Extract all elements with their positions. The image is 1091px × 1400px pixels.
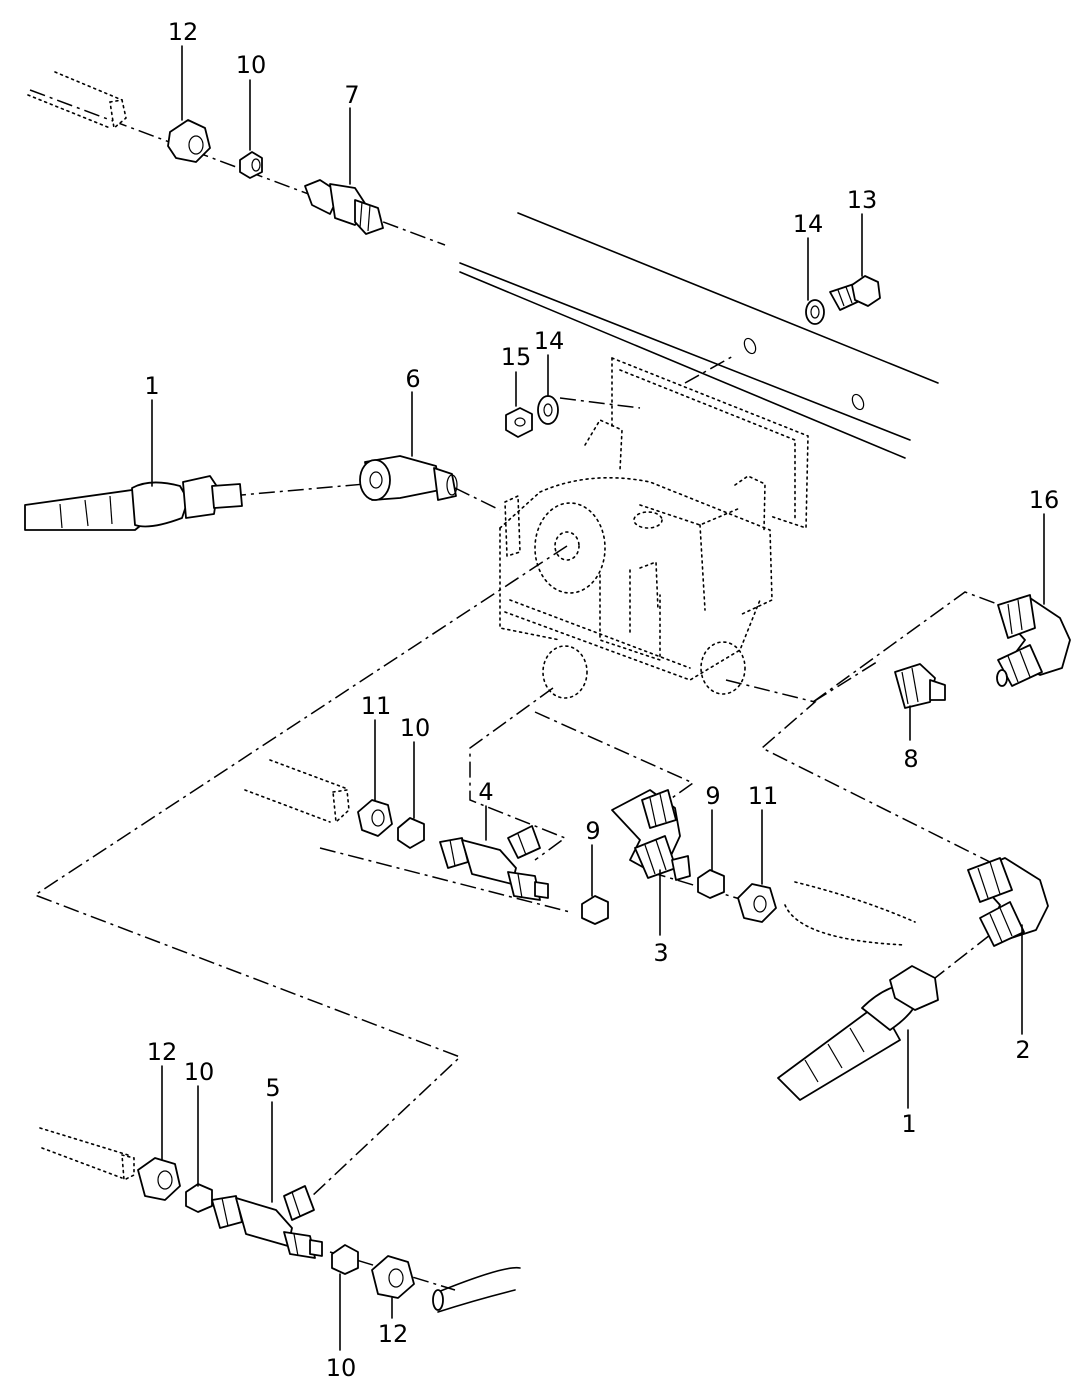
callout-12-bottom-left: 12: [147, 1038, 178, 1066]
part-5-tee: [211, 1185, 323, 1259]
part-11-nut-right: [737, 883, 777, 923]
hose-right: [777, 965, 939, 1101]
callout-10-bottom-left: 10: [184, 1058, 215, 1086]
part-16-elbow: [996, 594, 1071, 687]
part-8-plug: [894, 663, 946, 709]
part-14-washer-mid: [537, 395, 559, 425]
callout-9-lower: 9: [585, 817, 600, 845]
part-3-elbow: [611, 789, 691, 881]
callout-6: 6: [405, 365, 420, 393]
callout-16: 16: [1029, 486, 1060, 514]
part-9-sleeve-lower: [581, 895, 609, 925]
part-12-nut-bottom: [371, 1255, 415, 1299]
part-10-sleeve-bottom: [331, 1244, 359, 1275]
callout-10-bottom: 10: [326, 1354, 357, 1382]
callout-14-mid: 14: [534, 327, 565, 355]
part-14-washer-right: [805, 299, 825, 325]
pipes: [27, 71, 916, 1313]
part-4-tee: [439, 825, 549, 901]
callout-1-left: 1: [144, 372, 159, 400]
callout-3: 3: [653, 939, 668, 967]
callout-labels: 12 10 7 13 14 15 14 6 1 16 8 11 10 4 9 1…: [144, 18, 1059, 1382]
callout-12-top: 12: [168, 18, 199, 46]
part-9-sleeve-upper: [697, 869, 725, 899]
frame-rail: [459, 212, 939, 459]
callout-5: 5: [265, 1074, 280, 1102]
callout-8: 8: [903, 745, 918, 773]
part-13-bolt: [829, 275, 881, 311]
part-6-elbow: [359, 455, 458, 501]
callout-15: 15: [501, 343, 532, 371]
callout-11-left: 11: [361, 692, 392, 720]
part-12-nut-bottom-left: [137, 1157, 181, 1201]
part-10-sleeve-bottom-left: [185, 1183, 213, 1213]
callout-leaders: [151, 45, 1045, 1351]
callout-12-bottom: 12: [378, 1320, 409, 1348]
part-10-sleeve-top: [239, 151, 263, 179]
callout-13: 13: [847, 186, 878, 214]
hose-left: [24, 475, 243, 531]
callout-2: 2: [1015, 1036, 1030, 1064]
callout-7: 7: [344, 81, 359, 109]
part-11-nut-left: [357, 799, 393, 837]
callout-10-mid: 10: [400, 714, 431, 742]
part-7-fitting: [304, 179, 384, 235]
part-10-sleeve-mid: [397, 817, 425, 849]
callout-10-top: 10: [236, 51, 267, 79]
part-2-elbow: [967, 857, 1049, 947]
part-12-nut-top: [167, 119, 211, 163]
callout-9-upper: 9: [705, 782, 720, 810]
part-15-nut: [505, 407, 533, 438]
valve-assembly: [499, 357, 809, 699]
leader-lines: [29, 89, 1001, 1291]
callout-4: 4: [478, 778, 493, 806]
callout-1-right: 1: [901, 1110, 916, 1138]
callout-14-right: 14: [793, 210, 824, 238]
callout-11-right: 11: [748, 782, 779, 810]
